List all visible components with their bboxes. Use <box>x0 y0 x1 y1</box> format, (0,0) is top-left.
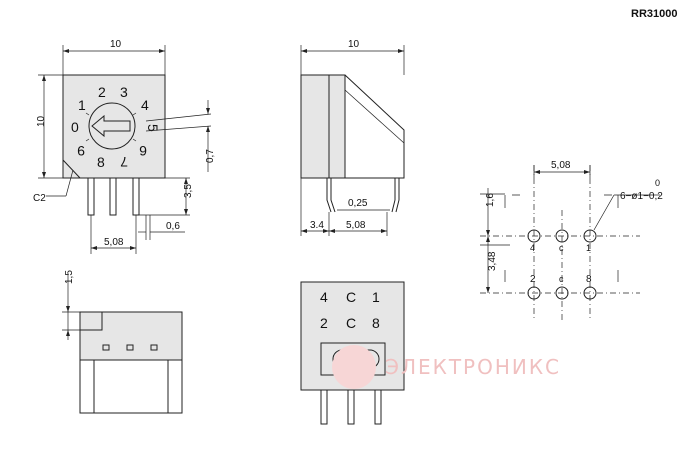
face-label-1: 1 <box>372 289 380 305</box>
offset-label: 0,7 <box>205 149 216 163</box>
bottom-face-view: 4 C 1 2 C 8 <box>300 281 405 425</box>
footprint-top-label: 1,6 <box>485 193 496 207</box>
bottom-pin-right <box>374 389 382 425</box>
hole-tolerance-label: 0 <box>655 178 660 188</box>
footprint-pitch-label: 5,08 <box>551 160 571 171</box>
front-pin-right <box>132 177 140 216</box>
side-right-label: 5,08 <box>346 220 366 231</box>
part-number-title: RR31000 <box>631 8 677 20</box>
face-label-c-bottom: C <box>346 315 356 331</box>
dial-digit-0: 0 <box>71 119 79 135</box>
dial-digit-7: 7 <box>120 154 128 170</box>
hole-top-middle <box>555 229 569 243</box>
thickness-label: 0,25 <box>348 198 368 209</box>
pin-label-1: 1 <box>586 243 591 253</box>
dial-digit-6: 6 <box>139 143 147 159</box>
bottom-pin-left <box>320 389 328 425</box>
top-height-label: 1,5 <box>64 270 75 284</box>
dial-digit-3: 3 <box>120 84 128 100</box>
hole-size-label: 6−ø1−0,2 <box>620 191 663 202</box>
front-pitch-label: 5,08 <box>104 237 124 248</box>
watermark-circle-icon <box>332 345 376 389</box>
dial-arrow-icon <box>91 114 131 138</box>
dial-digit-5: 5 <box>145 124 161 132</box>
dial-digit-1: 1 <box>78 97 86 113</box>
hole-bottom-right <box>583 286 597 300</box>
dial-digit-2: 2 <box>98 84 106 100</box>
front-height-label: 10 <box>36 115 47 127</box>
hole-top-left <box>527 229 541 243</box>
front-view: 0 1 2 3 4 5 6 7 8 9 10 10 C2 <box>33 39 216 254</box>
footprint-row-label: 3,48 <box>487 251 498 271</box>
face-label-8: 8 <box>372 315 380 331</box>
front-body <box>62 74 166 179</box>
watermark-text: ЭЛЕКТРОНИКС <box>385 355 561 379</box>
front-width-label: 10 <box>110 39 122 50</box>
bottom-pin-middle <box>347 389 355 425</box>
face-label-4: 4 <box>320 289 328 305</box>
hole-top-right <box>583 229 597 243</box>
top-body <box>79 311 183 361</box>
pin-width-label: 0,6 <box>166 221 180 232</box>
pin-label-4: 4 <box>530 243 535 253</box>
side-knob <box>344 74 405 179</box>
pin-label-2: 2 <box>530 274 536 285</box>
dial-digit-4: 4 <box>141 97 149 113</box>
face-label-2: 2 <box>320 315 328 331</box>
face-label-c-top: C <box>346 289 356 305</box>
dial-digit-8: 8 <box>97 154 105 170</box>
hole-bottom-middle <box>555 286 569 300</box>
front-pin-middle <box>109 177 117 216</box>
pin-height-label: 3,5 <box>183 184 194 198</box>
side-view: 10 0,25 3.4 5,08 <box>300 39 405 236</box>
front-pin-left <box>87 177 95 216</box>
watermark-logo: ЭЛЕКТРОНИКС <box>332 345 561 389</box>
top-lower-body <box>79 359 183 414</box>
pin-label-8: 8 <box>586 274 592 285</box>
front-chamfer-line <box>62 159 81 179</box>
pin-label-c-bottom: c <box>559 274 564 284</box>
top-view: 1,5 <box>62 270 183 414</box>
dial-digit-9: 9 <box>77 143 85 159</box>
side-body <box>300 74 346 179</box>
chamfer-label: C2 <box>33 193 46 204</box>
side-left-label: 3.4 <box>310 220 324 231</box>
dial-circle <box>88 102 136 150</box>
hole-bottom-left <box>527 286 541 300</box>
pin-label-c-top: c <box>559 243 564 253</box>
side-width-label: 10 <box>348 39 360 50</box>
footprint-view: 4 c 1 2 c 8 5,08 6−ø1−0,2 0 1,6 3,48 <box>480 160 663 320</box>
